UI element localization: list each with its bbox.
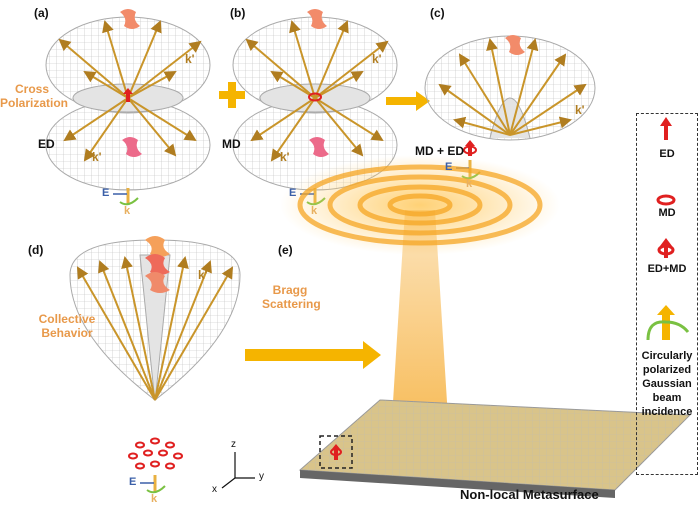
legend-beam-label: Circularly polarized Gaussian beam incid… <box>641 350 693 418</box>
panel-label-d: (d) <box>28 243 44 257</box>
collective-radiation-pattern <box>69 236 241 401</box>
ed-radiation-pattern <box>45 9 211 191</box>
polarization-indicator-d <box>140 475 166 494</box>
axis-x-label: x <box>212 484 217 495</box>
k-prime-label: k' <box>92 150 102 164</box>
plus-icon <box>219 82 245 108</box>
dipole-array-icons <box>128 437 183 470</box>
k-label: k <box>311 205 318 217</box>
panel-label-c: (c) <box>430 6 445 20</box>
md-radiation-pattern <box>232 9 398 191</box>
legend-beam-icon <box>646 305 690 341</box>
polarization-indicator-a <box>113 188 139 206</box>
e-field-label: E <box>289 187 297 199</box>
k-prime-label: k' <box>185 52 195 66</box>
legend-ed-label: ED <box>659 148 675 160</box>
bragg-scattering-label: Bragg Scattering <box>262 283 321 311</box>
axis-z-label: z <box>231 439 236 450</box>
metasurface-label: Non-local Metasurface <box>460 487 599 502</box>
panel-label-b: (b) <box>230 6 246 20</box>
panel-label-e: (e) <box>278 243 293 257</box>
md-loop-icon <box>308 92 322 102</box>
legend-ed-md-icon <box>657 238 675 258</box>
legend-md-label: MD <box>658 207 676 219</box>
k-label: k <box>466 178 473 190</box>
metasurface-scene <box>280 155 692 498</box>
bragg-arrow <box>245 341 381 369</box>
scattered-beam <box>390 210 450 450</box>
ed-md-icon-c <box>463 140 477 156</box>
k-prime-label: k' <box>198 268 208 282</box>
sum-arrow <box>386 91 430 111</box>
cross-polarization-label: Cross Polarization <box>0 82 69 110</box>
collective-behavior-label: Collective Behavior <box>38 312 96 340</box>
k-label: k <box>151 493 158 505</box>
panel-label-a: (a) <box>34 6 49 20</box>
legend-md-icon <box>656 194 676 206</box>
e-field-label: E <box>102 187 110 199</box>
ed-md-radiation-pattern <box>424 35 596 141</box>
legend-ed-icon <box>660 117 672 140</box>
ed-dipole-icon <box>123 88 133 102</box>
e-field-label: E <box>129 476 137 488</box>
e-field-label: E <box>445 161 453 173</box>
k-label: k <box>124 205 131 217</box>
md-ed-label: MD + ED <box>415 144 465 158</box>
legend-ed-md-label: ED+MD <box>647 263 687 275</box>
ed-label: ED <box>38 137 55 151</box>
axes-icon <box>221 452 255 489</box>
k-prime-label: k' <box>280 150 290 164</box>
unit-cell-highlight <box>319 435 353 469</box>
k-prime-label: k' <box>372 52 382 66</box>
md-label: MD <box>222 137 241 151</box>
k-prime-label: k' <box>575 103 585 117</box>
axis-y-label: y <box>259 471 264 482</box>
legend-box: ED MD ED+MD Circularly polarized Gaussia… <box>636 113 698 475</box>
